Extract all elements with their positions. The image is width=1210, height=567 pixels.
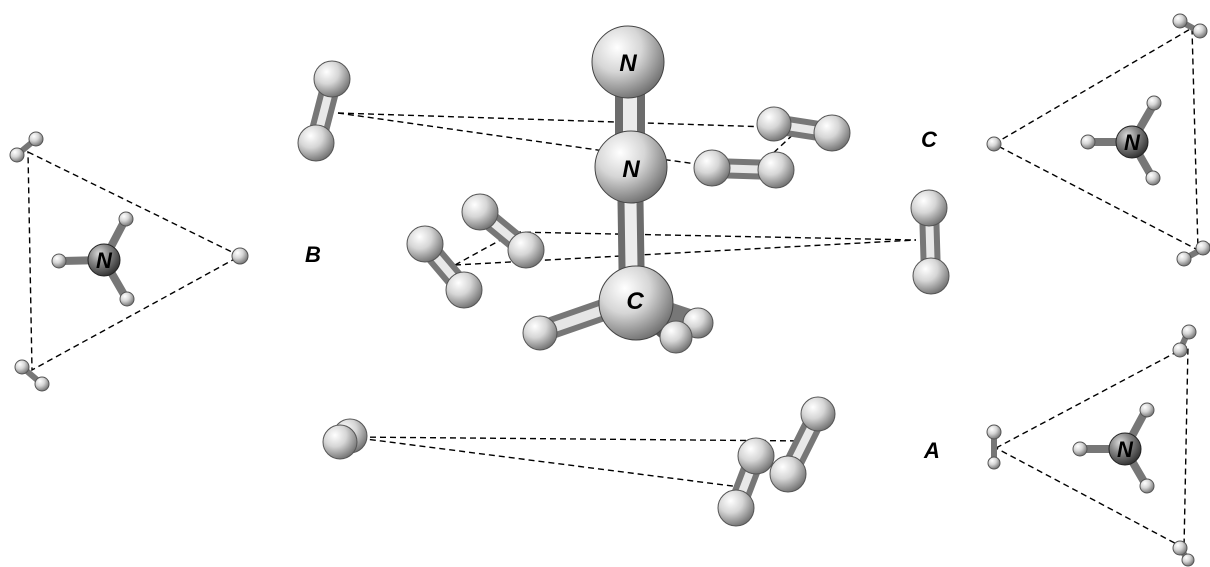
nitrogen-atom-left [87, 243, 121, 277]
hydrogen-atom [813, 114, 851, 152]
hydrogen-atom [445, 271, 483, 309]
hydrogen-atom [118, 211, 134, 227]
hydrogen-atom [1080, 134, 1096, 150]
hydrogen-atom [737, 437, 775, 475]
hydrogen-atom [1139, 478, 1155, 494]
hydrogen-atom [986, 424, 1002, 440]
hydrogen-atom [406, 225, 444, 263]
hydrogen-atom [297, 124, 335, 162]
hydrogen-atom [693, 149, 731, 187]
hydrogen-atom [522, 315, 558, 351]
hydrogen-atom [756, 106, 792, 142]
hydrogen-atom [34, 376, 50, 392]
hydrogen-atom [1072, 441, 1088, 457]
hydrogen-atom [717, 489, 755, 527]
hydrogen-atom [461, 193, 499, 231]
nitrogen-atom-right-bottom [1108, 432, 1142, 466]
atom-label-n-top: N [619, 50, 637, 77]
hydrogen-atom [1181, 553, 1195, 567]
hydrogen-atom [1146, 95, 1162, 111]
nitrogen-atom-right-top [1115, 125, 1149, 159]
group-label-a: A [923, 438, 940, 463]
hydrogen-atom [1176, 251, 1192, 267]
nitrogen-atom-middle [594, 130, 668, 204]
hydrogen-atom [1172, 342, 1188, 358]
group-label-b: B [305, 242, 321, 267]
hydrogen-atom [1181, 324, 1197, 340]
hydrogen-atom [1145, 170, 1161, 186]
atom-label-n-middle: N [622, 156, 640, 183]
atom-label-c-center: C [626, 288, 644, 315]
atom-labels: N N C N N N [96, 50, 1141, 462]
group-label-c: C [921, 127, 938, 152]
hydrogen-atom [1192, 23, 1208, 39]
atom-label-n-left: N [96, 248, 113, 273]
hydrogen-atom [1172, 13, 1188, 29]
hydrogen-atom [9, 147, 25, 163]
hydrogen-atom [1195, 240, 1210, 256]
hydrogen-atom [313, 60, 351, 98]
hydrogen-atom [119, 291, 135, 307]
hydrogen-atom [28, 131, 44, 147]
hydrogen-atom [659, 320, 693, 354]
atoms [9, 13, 1210, 567]
nitrogen-atom-top [591, 25, 665, 99]
hydrogen-atom [910, 189, 948, 227]
hydrogen-atom [912, 257, 950, 295]
atom-label-n-right-top: N [1124, 130, 1141, 155]
hydrogen-atom [987, 456, 1001, 470]
atom-label-n-right-bottom: N [1117, 437, 1134, 462]
hydrogen-atom [1139, 402, 1155, 418]
carbon-atom-center [598, 265, 674, 341]
hydrogen-atom [231, 247, 249, 265]
hydrogen-atom [51, 253, 67, 269]
hydrogen-atom [800, 396, 836, 432]
group-labels: B C A [305, 127, 940, 463]
hydrogen-atom [757, 151, 795, 189]
hydrogen-atom [507, 231, 545, 269]
hydrogen-atom [14, 359, 30, 375]
hydrogen-atom [322, 424, 358, 460]
hydrogen-atom [986, 136, 1002, 152]
hydrogen-atom [769, 455, 807, 493]
hydrogen-atom [1172, 540, 1188, 556]
